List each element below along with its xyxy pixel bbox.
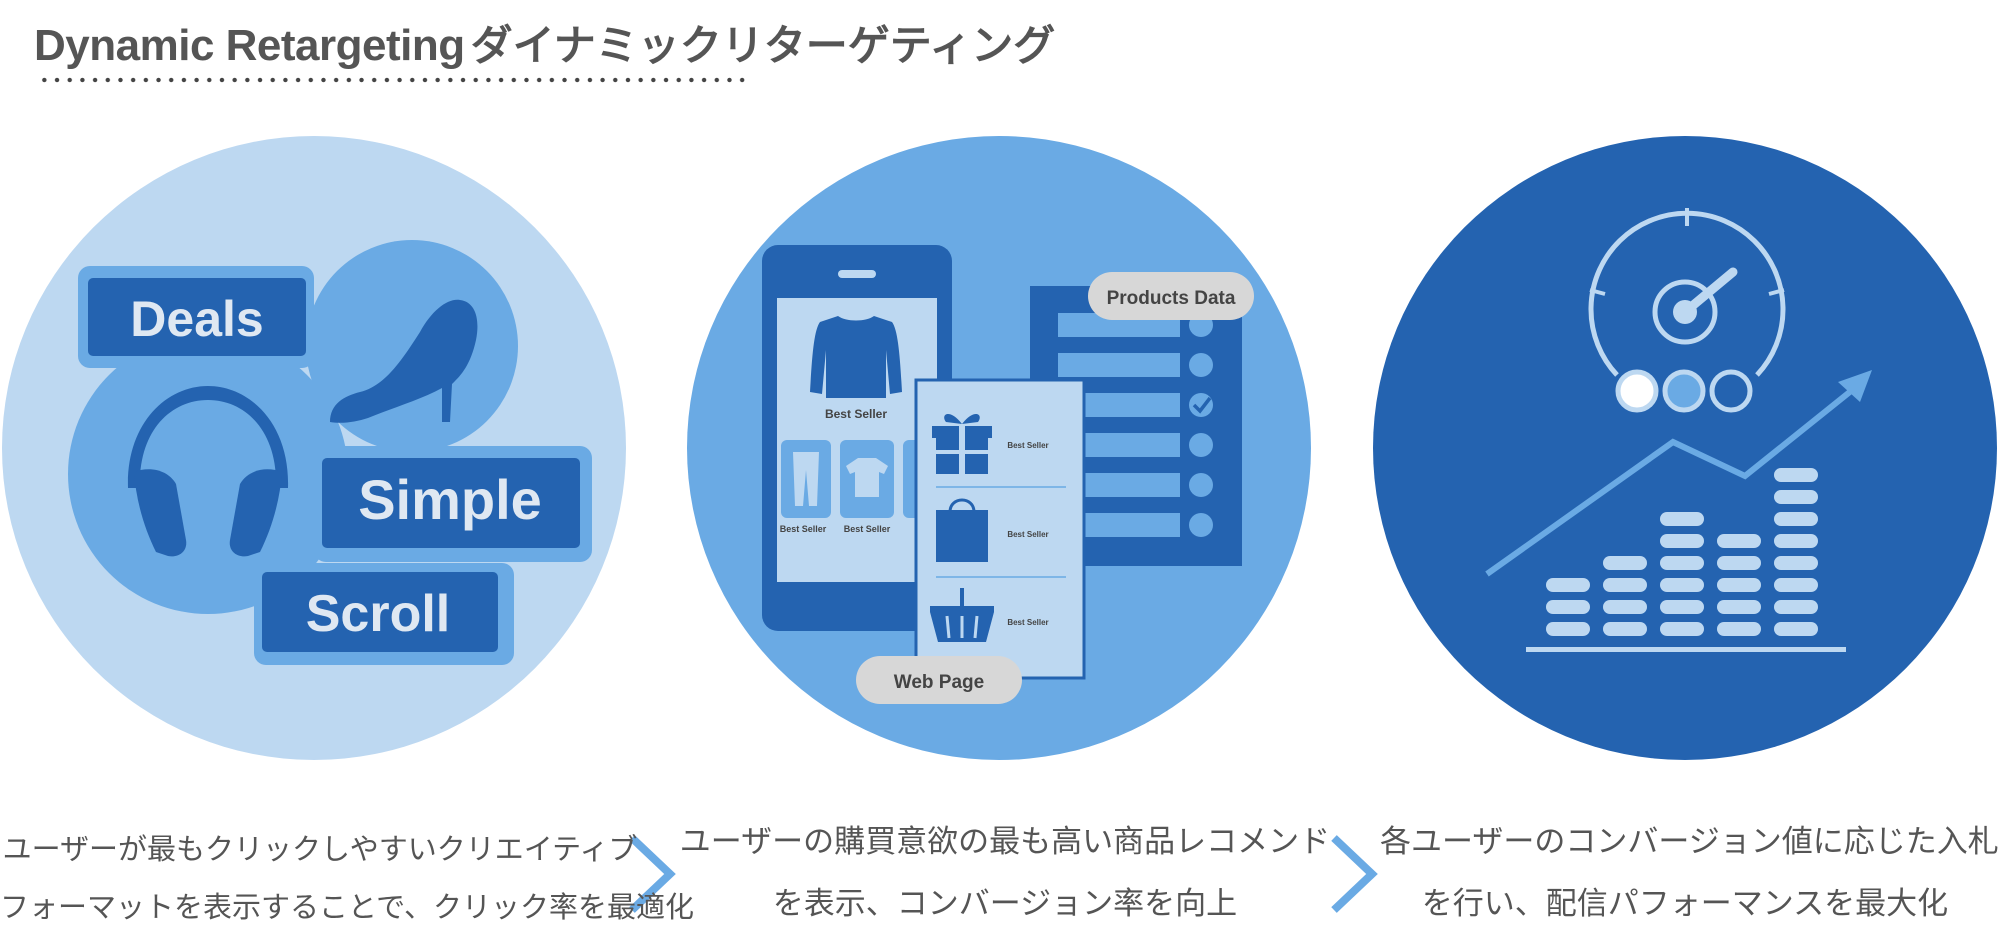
bar-chart-icon bbox=[1526, 468, 1846, 652]
bag-item-label: Best Seller bbox=[1007, 530, 1048, 539]
headphones-icon bbox=[127, 386, 289, 557]
web-page-pill bbox=[856, 656, 1022, 704]
caption-line: を表示、コンバージョン率を向上 bbox=[772, 886, 1238, 922]
pants-icon bbox=[793, 452, 819, 506]
title-english: Dynamic Retargeting bbox=[34, 21, 465, 70]
scroll-text: Scroll bbox=[306, 585, 451, 643]
deals-label bbox=[88, 278, 306, 356]
pants-thumb bbox=[781, 440, 831, 518]
caption-bid-optimization: 各ユーザーのコンバージョン値に応じた入札 を行い、配信パフォーマンスを最大化 bbox=[1380, 811, 1999, 935]
web-page-label: Web Page bbox=[894, 672, 984, 693]
tshirt-icon bbox=[846, 458, 888, 497]
basket-icon bbox=[930, 588, 994, 642]
title-dotted-underline bbox=[38, 76, 748, 84]
pants-thumb-label: Best Seller bbox=[780, 524, 827, 534]
headphone-bubble bbox=[68, 334, 348, 614]
sweater-icon bbox=[810, 316, 902, 398]
gauge-icon bbox=[1588, 208, 1786, 413]
simple-label bbox=[322, 458, 580, 548]
panel-creative-formats: Deals Simple Scroll bbox=[2, 136, 626, 760]
caption-creative-formats: ユーザーが最もクリックしやすいクリエイティブ フォーマットを表示することで、クリ… bbox=[0, 820, 694, 936]
gift-item-label: Best Seller bbox=[1007, 441, 1048, 450]
title-japanese: ダイナミックリターゲティング bbox=[470, 21, 1056, 70]
panel-product-recommendation: Products Data Best Seller Best Seller Be… bbox=[687, 136, 1311, 760]
chevron-right-icon bbox=[629, 835, 676, 913]
phone-main-item-label: Best Seller bbox=[825, 407, 887, 421]
products-data-pill bbox=[1088, 272, 1254, 320]
caption-product-recommendation: ユーザーの購買意欲の最も高い商品レコメンド を表示、コンバージョン率を向上 bbox=[670, 811, 1340, 935]
tshirt-thumb-label: Best Seller bbox=[844, 524, 891, 534]
check-icon bbox=[1192, 396, 1212, 414]
products-data-label: Products Data bbox=[1107, 288, 1236, 309]
trend-arrow-icon bbox=[1485, 370, 1872, 577]
caption-line: ユーザーが最もクリックしやすいクリエイティブ bbox=[2, 832, 638, 866]
high-heel-icon bbox=[330, 299, 478, 423]
caption-line: ユーザーの購買意欲の最も高い商品レコメンド bbox=[679, 824, 1331, 860]
simple-text: Simple bbox=[358, 468, 542, 531]
caption-line: 各ユーザーのコンバージョン値に応じた入札 bbox=[1380, 824, 1999, 860]
gift-icon bbox=[932, 413, 992, 474]
chevron-right-icon bbox=[1331, 835, 1378, 913]
phone-speaker bbox=[838, 270, 876, 278]
panel-bid-optimization bbox=[1373, 136, 1997, 760]
caption-line: フォーマットを表示することで、クリック率を最適化 bbox=[0, 890, 694, 924]
caption-line: を行い、配信パフォーマンスを最大化 bbox=[1421, 886, 1949, 922]
shopping-bag-icon bbox=[936, 498, 988, 562]
deals-text: Deals bbox=[130, 291, 263, 347]
basket-item-label: Best Seller bbox=[1007, 618, 1048, 627]
scroll-label bbox=[262, 572, 498, 652]
